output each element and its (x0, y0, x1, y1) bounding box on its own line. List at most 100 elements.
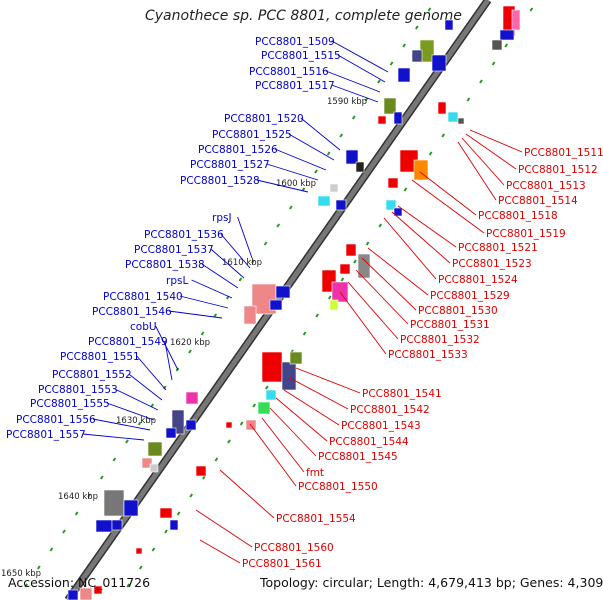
gene-leader-line (383, 217, 437, 280)
gene-label-right: PCC8801_1550 (298, 481, 378, 493)
tick-mark (126, 583, 131, 588)
gene-label-left: PCC8801_1527 (190, 159, 270, 171)
gene-leader-line (465, 133, 517, 170)
tick-mark (340, 277, 345, 282)
gene-block (329, 183, 339, 193)
tick-mark (414, 25, 419, 30)
gene-block (275, 285, 291, 299)
gene-label-left: PCC8801_1553 (38, 384, 118, 396)
gene-leader-line (92, 418, 151, 431)
gene-leader-line (331, 84, 379, 103)
tick-mark (188, 349, 192, 354)
tick-mark (227, 439, 231, 444)
gene-block (317, 195, 331, 207)
gene-leader-line (457, 141, 497, 201)
gene-block (335, 199, 347, 211)
tick-mark (214, 457, 219, 462)
tick-mark (138, 565, 143, 570)
tick-mark (441, 133, 446, 138)
gene-leader-line (355, 269, 409, 325)
tick-mark (479, 79, 483, 84)
scale-mark-label: 1590 kbp (327, 97, 367, 107)
gene-block (444, 19, 454, 31)
gene-label-left: PCC8801_1528 (180, 175, 260, 187)
gene-block (397, 67, 411, 83)
gene-block (289, 351, 303, 365)
gene-leader-line (168, 310, 223, 319)
gene-label-right: PCC8801_1531 (410, 319, 490, 331)
gene-leader-line (195, 509, 253, 548)
gene-label-left: PCC8801_1540 (103, 291, 183, 303)
gene-label-right: PCC8801_1518 (478, 210, 558, 222)
gene-block (123, 499, 139, 517)
gene-leader-line (300, 117, 341, 151)
gene-block (393, 111, 403, 125)
gene-block (141, 457, 153, 469)
gene-leader-line (201, 263, 239, 289)
gene-block (393, 207, 403, 217)
tick-mark (251, 259, 255, 264)
gene-block (185, 391, 199, 405)
gene-label-left: PCC8801_1536 (144, 229, 224, 241)
gene-leader-line (469, 129, 523, 153)
gene-block (111, 519, 123, 531)
gene-label-right: PCC8801_1533 (388, 349, 468, 361)
gene-leader-line (191, 279, 233, 299)
tick-mark (365, 241, 370, 246)
gene-leader-line (114, 388, 159, 411)
gene-label-right: PCC8801_1554 (276, 513, 356, 525)
gene-label-right: PCC8801_1530 (418, 305, 498, 317)
gene-leader-line (219, 469, 275, 519)
scale-mark-label: 1610 kbp (222, 258, 262, 268)
gene-label-left: PCC8801_1509 (255, 36, 335, 48)
gene-leader-line (325, 70, 381, 93)
tick-mark (428, 151, 433, 156)
gene-block (329, 299, 339, 311)
tick-mark (49, 547, 54, 552)
gene-label-right: PCC8801_1532 (400, 334, 480, 346)
gene-block (169, 519, 179, 531)
gene-label-right: PCC8801_1544 (329, 436, 409, 448)
gene-block (243, 305, 257, 325)
tick-mark (24, 583, 29, 588)
gene-block (103, 489, 125, 517)
gene-block (355, 161, 365, 173)
tick-mark (74, 511, 79, 516)
tick-mark (276, 223, 281, 228)
gene-leader-line (249, 423, 297, 487)
gene-block (431, 54, 447, 72)
tick-mark (339, 133, 344, 138)
gene-block (265, 389, 277, 401)
gene-label-left: PCC8801_1549 (88, 336, 168, 348)
gene-leader-line (128, 373, 163, 401)
tick-mark (189, 493, 194, 498)
scale-mark-label: 1630 kbp (116, 416, 156, 426)
tick-mark (377, 79, 381, 84)
gene-block (225, 421, 233, 429)
gene-leader-line (461, 137, 505, 186)
gene-block (79, 587, 93, 600)
tick-mark (491, 61, 496, 66)
gene-block (457, 117, 465, 125)
tick-mark (201, 475, 206, 480)
gene-block (165, 427, 177, 439)
gene-leader-line (210, 248, 245, 279)
gene-block (95, 519, 113, 533)
tick-mark (99, 475, 104, 480)
tick-mark (252, 403, 257, 408)
tick-mark (353, 259, 357, 264)
gene-leader-line (295, 367, 361, 394)
gene-label-left: PCC8801_1557 (6, 429, 86, 441)
gene-leader-line (266, 163, 319, 181)
tick-mark (151, 547, 156, 552)
gene-leader-line (419, 171, 477, 216)
tick-mark (403, 187, 408, 192)
tick-mark (112, 457, 117, 462)
gene-leader-line (339, 291, 387, 355)
tick-mark (62, 529, 66, 534)
tick-mark (402, 43, 407, 48)
gene-leader-line (237, 216, 253, 259)
gene-leader-line (179, 295, 229, 309)
gene-block (185, 419, 197, 431)
